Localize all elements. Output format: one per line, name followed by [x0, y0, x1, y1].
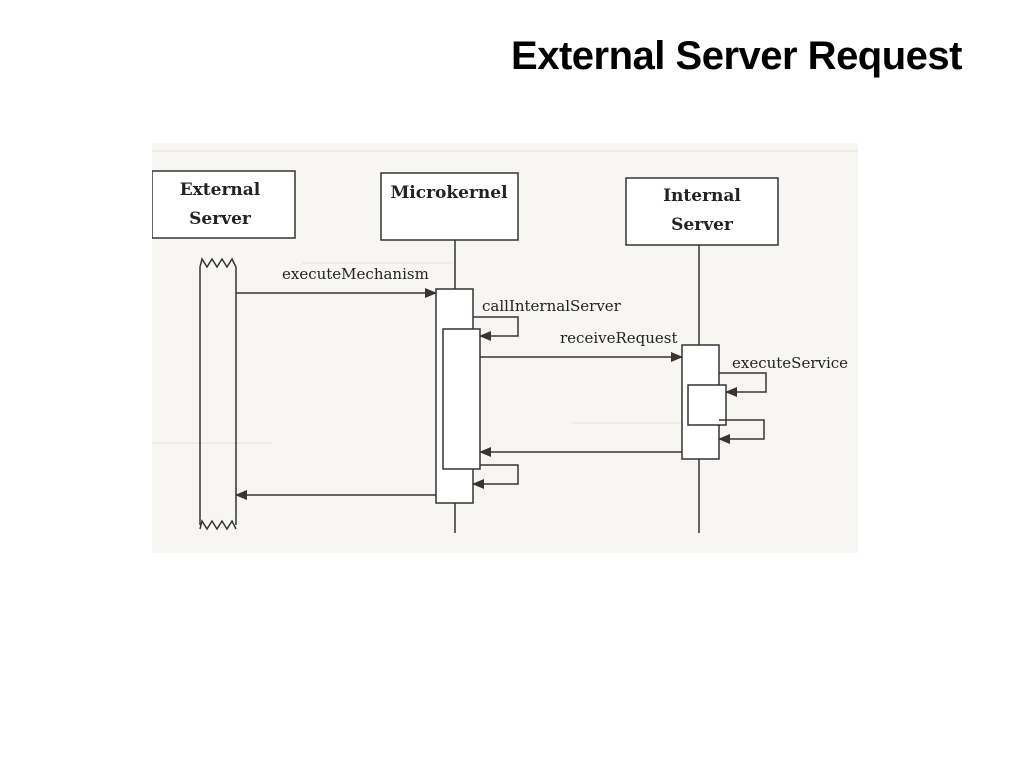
- message-arrow: [473, 316, 519, 341]
- message-label: executeService: [732, 354, 848, 372]
- message-label: receiveRequest: [560, 329, 678, 347]
- message-label: callInternalServer: [482, 297, 622, 315]
- message-execute-mechanism: executeMechanism: [236, 265, 437, 298]
- sequence-diagram-svg: External Server Microkernel: [152, 150, 858, 533]
- participant-box: [152, 170, 296, 239]
- sequence-diagram: External Server Microkernel: [152, 143, 858, 553]
- message-call-internal-server: callInternalServer: [473, 297, 622, 341]
- participant-label-line2: Server: [671, 215, 734, 235]
- message-arrow: [719, 372, 767, 397]
- message-arrow: [472, 464, 519, 489]
- participant-label-line1: Internal: [663, 186, 741, 206]
- participant-label-line1: External: [180, 180, 261, 200]
- microkernel-activation-inner: [442, 328, 481, 470]
- message-internal-return: [718, 419, 765, 444]
- internal-activation-inner: [687, 384, 727, 426]
- external-activation-bar: [199, 257, 237, 531]
- message-receive-request: receiveRequest: [480, 329, 683, 362]
- participant-microkernel: Microkernel: [380, 172, 519, 533]
- message-arrow: [718, 419, 765, 444]
- participant-label-line2: Server: [189, 209, 252, 229]
- message-label: executeMechanism: [282, 265, 429, 283]
- participant-external-server: External Server: [152, 170, 296, 239]
- participant-box: [380, 172, 519, 241]
- scan-background: [152, 150, 858, 444]
- message-execute-service: executeService: [719, 354, 848, 397]
- participant-internal-server: Internal Server: [625, 177, 779, 533]
- slide-title: External Server Request: [511, 34, 962, 78]
- participant-box: [625, 177, 779, 246]
- message-microkernel-return: [472, 464, 519, 489]
- participant-label-line1: Microkernel: [390, 183, 508, 203]
